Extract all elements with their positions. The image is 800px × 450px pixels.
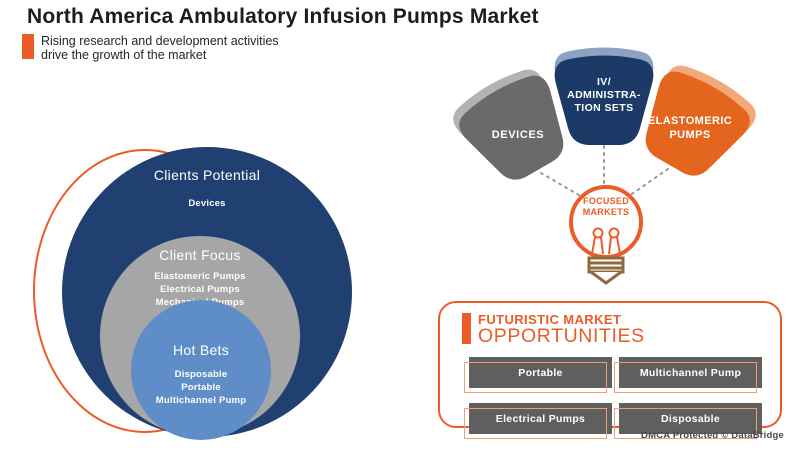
opportunity-item-portable: Portable — [464, 357, 612, 393]
opportunities-heading-line2: OPPORTUNITIES — [478, 325, 645, 347]
opportunity-item-multichannel-pump: Multichannel Pump — [614, 357, 762, 393]
bulb-base-icon — [587, 256, 625, 285]
focused-markets-label: FOCUSED MARKETS — [582, 196, 630, 217]
dotted-connectors — [540, 145, 669, 199]
petal-elastomeric-label: ELASTOMERIC PUMPS — [647, 115, 733, 141]
circle-inner-item: Multichannel Pump — [155, 395, 247, 406]
circle-inner-item: Portable — [181, 382, 221, 393]
opportunities-heading-line1: FUTURISTIC MARKET — [478, 312, 622, 327]
heading-accent-bar — [462, 313, 471, 344]
circle-middle-title: Client Focus — [159, 247, 241, 263]
circle-inner-title: Hot Bets — [172, 342, 230, 358]
opportunity-item-electrical-pumps: Electrical Pumps — [464, 403, 612, 439]
subtitle-text: Rising research and development activiti… — [41, 34, 279, 62]
subtitle-line1: Rising research and development activiti… — [41, 34, 279, 48]
petal-iv-label: IV/ ADMINISTRA- TION SETS — [567, 76, 641, 114]
circle-middle-item: Elastomeric Pumps — [154, 271, 246, 282]
opportunities-panel: FUTURISTIC MARKET OPPORTUNITIES Portable… — [438, 301, 782, 439]
dmca-protected-notice: DMCA Protected © DataBridge — [641, 430, 784, 441]
opportunities-grid: Portable Multichannel Pump Electrical Pu… — [464, 357, 780, 439]
circle-outer-title: Clients Potential — [153, 167, 261, 183]
petal-devices-label: DEVICES — [491, 129, 545, 141]
opportunity-item-disposable: Disposable — [614, 403, 762, 439]
circle-hot-bets: Hot Bets Disposable Portable Multichanne… — [131, 300, 271, 440]
subtitle-bullet-square — [22, 34, 34, 59]
circle-inner-item: Disposable — [174, 369, 228, 380]
bulb-filament-icon — [591, 227, 621, 255]
circle-middle-item: Electrical Pumps — [160, 284, 240, 295]
page-title: North America Ambulatory Infusion Pumps … — [27, 5, 539, 28]
circle-outer-items: Devices — [62, 197, 352, 210]
subtitle: Rising research and development activiti… — [22, 34, 279, 62]
circle-outer-item: Devices — [188, 198, 226, 209]
subtitle-line2: drive the growth of the market — [41, 47, 207, 62]
focused-markets-graphic — [445, 47, 764, 285]
circle-inner-items: Disposable Portable Multichannel Pump — [131, 368, 271, 407]
opportunities-heading: FUTURISTIC MARKET OPPORTUNITIES — [462, 312, 780, 347]
